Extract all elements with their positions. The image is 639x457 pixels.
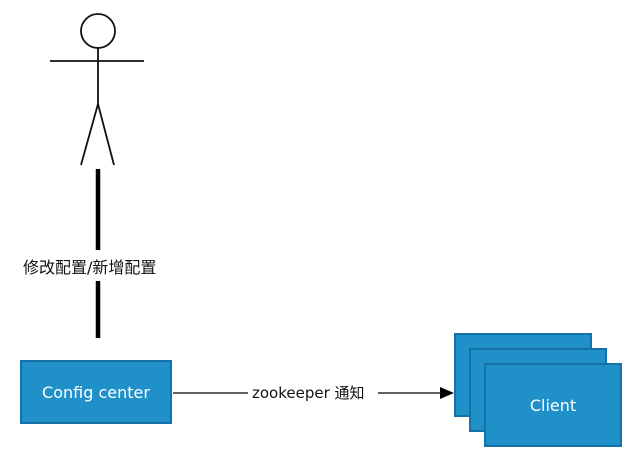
config-center-node: Config center: [20, 360, 172, 424]
actor-left-leg: [80, 103, 99, 166]
actor-to-config-label: 修改配置/新增配置: [22, 252, 158, 280]
stick-figure-actor: [50, 13, 144, 166]
client-label: Client: [529, 395, 577, 415]
client-node-front: Client: [484, 363, 622, 447]
actor-right-leg: [97, 103, 115, 166]
config-to-client-label: zookeeper 通知: [250, 381, 367, 404]
config-center-label: Config center: [42, 382, 150, 402]
config-to-client-connector: [173, 387, 454, 399]
config-to-client-arrowhead: [440, 387, 454, 399]
actor-head: [80, 13, 116, 49]
